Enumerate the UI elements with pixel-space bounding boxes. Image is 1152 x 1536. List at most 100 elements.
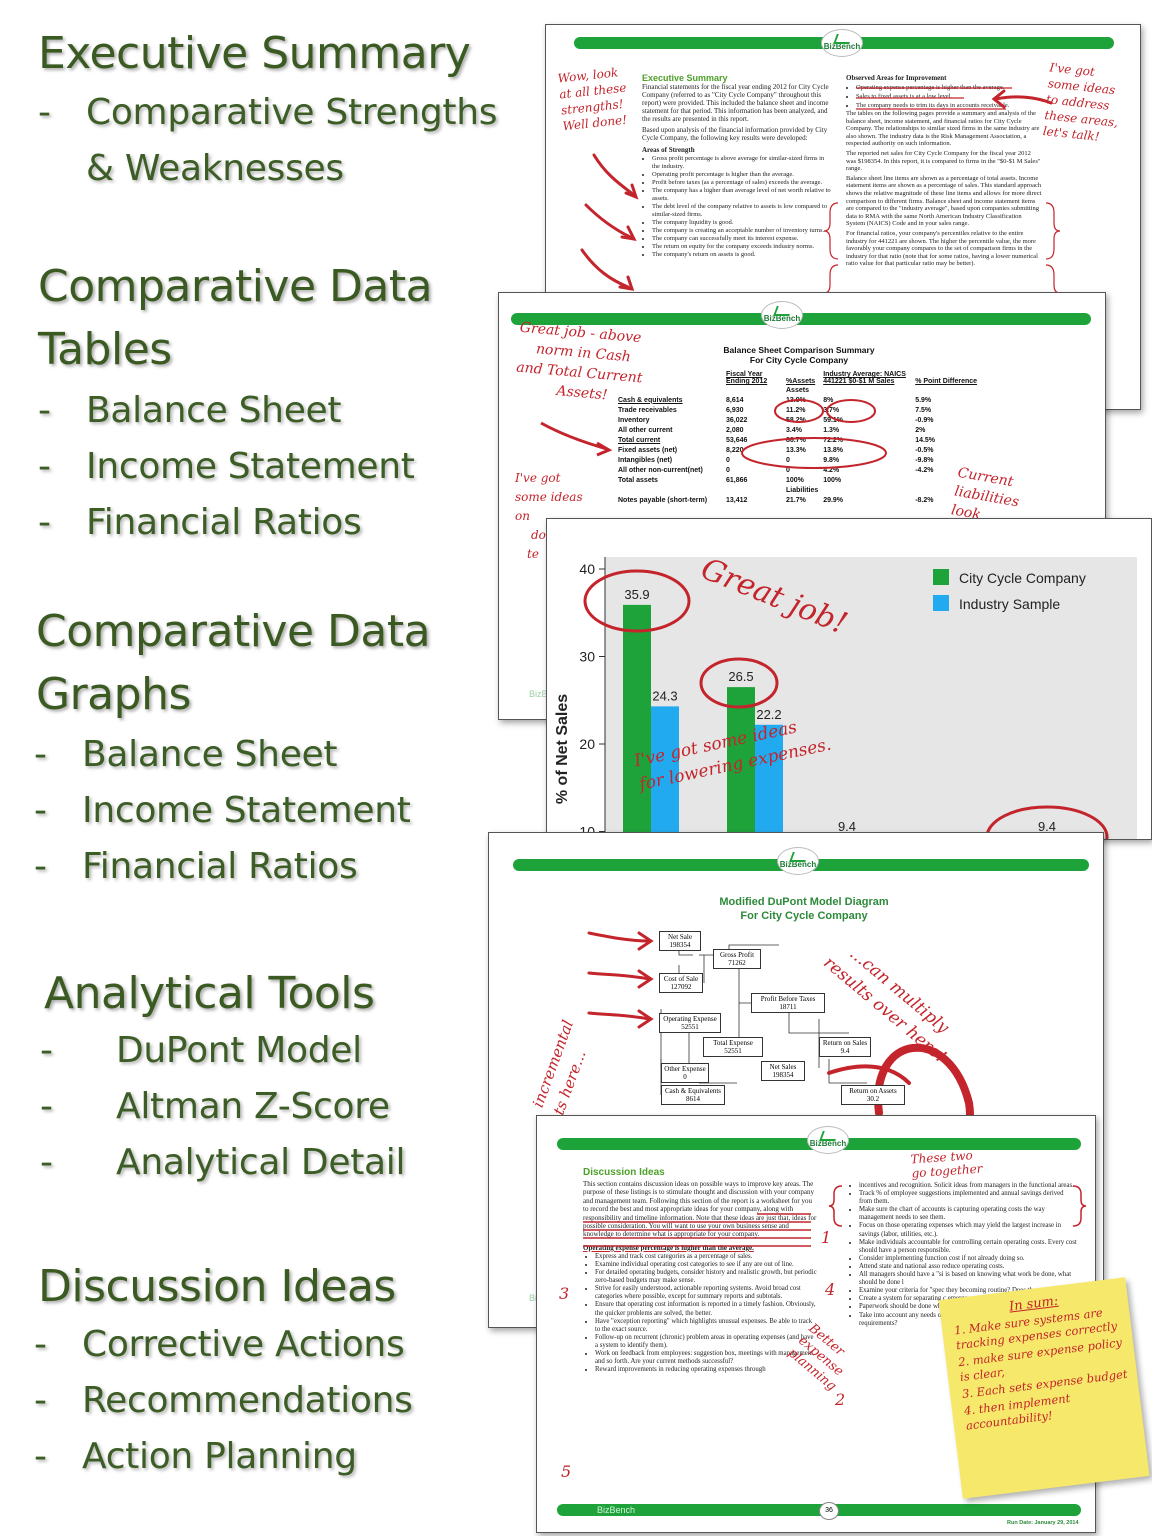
table-cell: 36,022 [726, 416, 748, 424]
col-header: % Point Difference [915, 378, 978, 385]
row-label: Fixed assets (net) [618, 446, 678, 454]
table-cell: 11.2% [786, 406, 806, 414]
y-tick-label: 20 [579, 736, 595, 752]
table-cell: 100% [823, 476, 842, 484]
table-cell: 14.5% [915, 436, 936, 444]
legend-label: City Cycle Company [959, 570, 1086, 586]
strength-item: The company is creating an acceptable nu… [652, 227, 832, 235]
legend-swatch [933, 595, 949, 611]
balance-annotation-marks [540, 399, 887, 469]
outline-item: -Comparative Strengths [38, 92, 498, 133]
table-cell: 7.5% [915, 406, 932, 414]
footer-brand: BizBench [597, 1505, 636, 1515]
table-cell: 0 [726, 456, 730, 464]
table-cell: 61,866 [726, 476, 748, 484]
discussion-item: Ensure that operating cost information i… [595, 1301, 817, 1317]
table-cell: 13.8% [823, 446, 844, 454]
y-tick-label: 40 [579, 561, 595, 577]
section-title-data-tables: Comparative Data [38, 261, 433, 312]
outline-item: -DuPont Model [40, 1030, 362, 1071]
marker-3: 3 [559, 1284, 570, 1303]
table-cell: -9.8% [915, 456, 934, 464]
strength-item: Operating profit percentage is higher th… [652, 171, 832, 179]
table-cell: 0 [726, 466, 730, 474]
table-cell: 4.2% [823, 466, 840, 474]
strength-item: Gross profit percentage is above average… [652, 155, 832, 171]
discussion-left-list: Express and track cost categories as a p… [583, 1253, 817, 1374]
section-title-data-graphs: Comparative Data [36, 606, 431, 657]
y-axis-label: % of Net Sales [554, 694, 571, 804]
section-title-data-graphs-line2: Graphs [36, 669, 191, 720]
exec-right-text-4: For financial ratios, your company's per… [846, 229, 1038, 268]
table-cell: -4.2% [915, 466, 934, 474]
strength-item: The debt level of the company relative t… [652, 203, 832, 219]
bar-industry [755, 724, 783, 839]
row-label: Total assets [618, 476, 658, 484]
outline-item: -Altman Z-Score [40, 1086, 390, 1127]
exec-intro-2: Based upon analysis of the financial inf… [642, 126, 828, 142]
bar-city-cycle [623, 604, 651, 839]
strength-item: The company liquidity is good. [652, 219, 832, 227]
page-graph: 10203040% of Net Sales35.924.326.522.29.… [546, 518, 1152, 840]
discussion-intro: This section contains discussion ideas o… [583, 1180, 817, 1239]
col-header: %Assets [786, 378, 816, 385]
outline-item: -Balance Sheet [34, 734, 338, 775]
discussion-item: Reward improvements in reducing operatin… [595, 1366, 817, 1374]
table-cell: 3.7% [823, 406, 840, 414]
data-label: 9.4 [1038, 819, 1056, 834]
table-cell: 3.4% [786, 426, 802, 434]
strength-item: The company's return on assets is good. [652, 251, 832, 259]
sticky-list: 1. Make sure systems are tracking expens… [941, 1300, 1141, 1435]
strength-item: The company has a higher than average le… [652, 187, 832, 203]
improvement-item: The company needs to trim its days in ac… [856, 101, 1042, 110]
exec-left-column: Executive Summary Financial statements f… [642, 73, 832, 259]
section-title-analytical-tools: Analytical Tools [44, 968, 375, 1019]
table-cell: 0 [786, 466, 790, 474]
col-header: Industry Average: NAICS 441221 $0-$1 M S… [823, 371, 906, 385]
discussion-item: Examine individual operating cost catego… [595, 1261, 817, 1269]
discussion-item: Have "exception reporting" which highlig… [595, 1318, 817, 1334]
table-cell: 6,930 [726, 406, 744, 414]
data-label: 26.5 [728, 669, 753, 684]
annotation-circle [699, 657, 779, 709]
improvement-item: Sales to fixed assets is at a low level. [856, 92, 1042, 101]
table-cell: 53,646 [726, 436, 748, 444]
strengths-list: Gross profit percentage is above average… [642, 155, 832, 259]
strength-item: Profit before taxes (as a percentage of … [652, 179, 832, 187]
run-date: Run Date: January 29, 2014 [1007, 1520, 1079, 1526]
table-cell: 8% [823, 396, 834, 404]
discussion-heading: Discussion Ideas [583, 1167, 665, 1178]
discussion-item: Focus on those operating expenses which … [859, 1222, 1077, 1238]
table-cell: 59.1% [823, 416, 844, 424]
table-cell: 0 [786, 456, 790, 464]
data-label: 22.2 [756, 707, 781, 722]
discussion-item: Make individuals accountable for control… [859, 1239, 1077, 1255]
table-cell: 2,080 [726, 426, 744, 434]
data-label: 35.9 [624, 587, 649, 602]
bar-industry [651, 706, 679, 839]
table-cell: 1.3% [823, 426, 840, 434]
marker-4: 4 [825, 1280, 836, 1299]
table-cell: -0.9% [915, 416, 934, 424]
outline-item: -Financial Ratios [38, 502, 362, 543]
strengths-heading: Areas of Strength [642, 146, 695, 154]
page-number: 36 [819, 1502, 839, 1520]
outline-item: -Recommendations [34, 1380, 413, 1421]
